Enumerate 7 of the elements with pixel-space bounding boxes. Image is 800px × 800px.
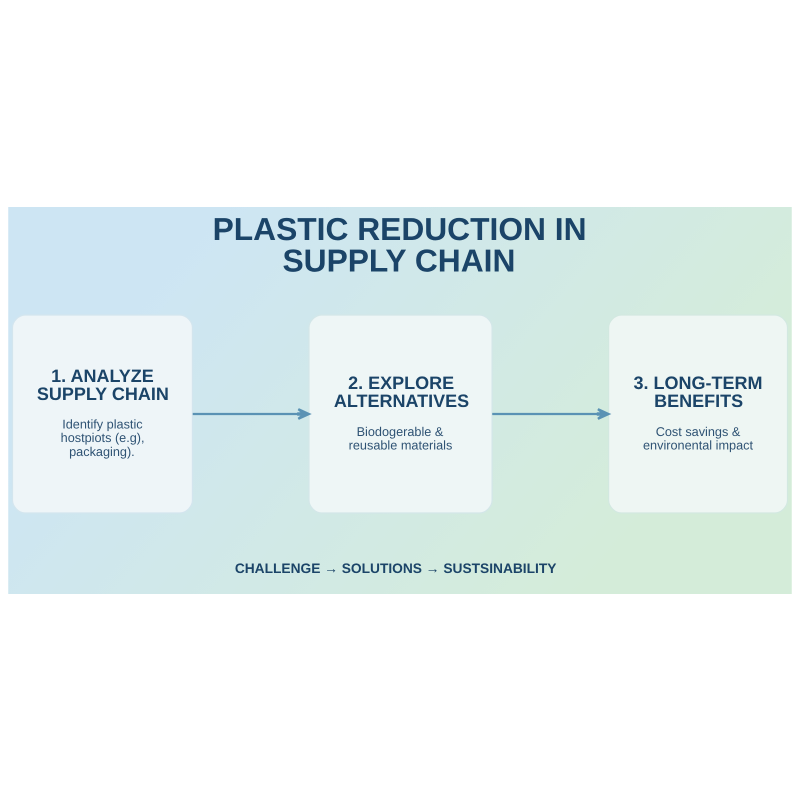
node-box: 1. ANALYZE SUPPLY CHAIN Identify plastic hostpiots (e.g), packaging). xyxy=(12,314,194,514)
node-box: 2. EXPLORE ALTERNATIVES Biodogerable & reusable materials xyxy=(308,314,493,514)
arrow xyxy=(492,408,610,420)
node-box: 3. LONG-TERM BENEFITS Cost savings & environental impact xyxy=(608,314,788,514)
arrow xyxy=(192,408,310,420)
caption: CHALLENGE → SOLUTIONS → SUSTSINABILITY xyxy=(234,560,556,576)
diagram-title: PLASTIC REDUCTION IN SUPPLY CHAIN xyxy=(212,210,587,278)
